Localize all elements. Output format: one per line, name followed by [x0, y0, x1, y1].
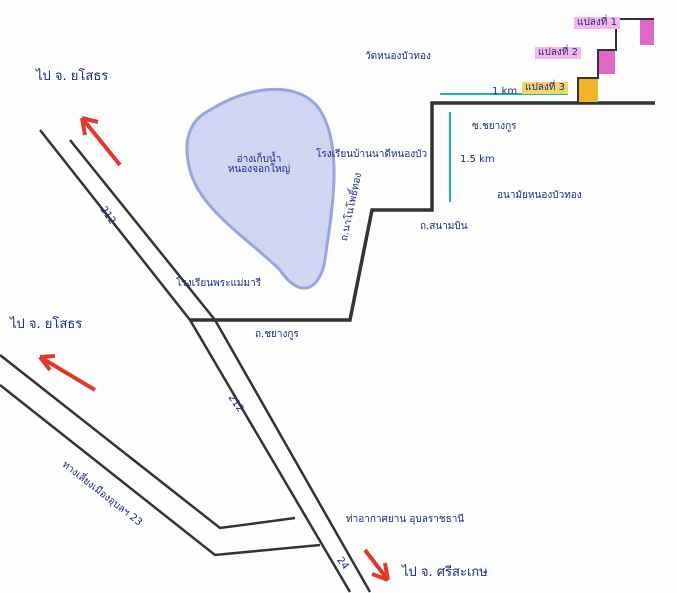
label-road-chayangkun-bottom: ถ.ชยางกูร [255, 329, 299, 340]
place-school-bottom: โรงเรียนพระแม่มารี [176, 278, 262, 289]
label-plot-2: แปลงที่ 2 [535, 47, 581, 59]
label-plot-1: แปลงที่ 1 [574, 17, 620, 29]
distance-horizontal-label: 1 km [492, 86, 518, 97]
bypass-23-edge [0, 384, 321, 557]
plot-2 [597, 50, 615, 74]
plot-3 [578, 78, 598, 102]
plot-1 [640, 19, 654, 45]
label-road-airport: ถ.สนามบิน [420, 221, 468, 232]
arrow-yasothon-left [38, 354, 97, 392]
label-soi: ซ.ชยางกูร [472, 121, 517, 132]
place-school-top: โรงเรียนบ้านนาดีหนองบัว [316, 149, 428, 160]
arrow-yasothon-top [80, 116, 122, 167]
bypass-23 [0, 354, 296, 530]
place-reservoir: อ่างเก็บน้ำ หนองจอกใหญ่ [227, 154, 291, 175]
destination-sisaket: ไป จ. ศรีสะเกษ [402, 565, 488, 580]
distance-vertical-label: 1.5 km [460, 154, 495, 165]
place-park: อนามัยหนองบัวทอง [497, 190, 582, 201]
label-plot-3: แปลงที่ 3 [522, 82, 568, 94]
reservoir-shape [185, 87, 336, 290]
place-airport: ท่าอากาศยาน อุบลราชธานี [346, 514, 465, 525]
local-road [190, 101, 655, 322]
place-wat: วัดหนองบัวทอง [365, 51, 431, 62]
arrow-sisaket [363, 548, 390, 582]
destination-yasothon-top: ไป จ. ยโสธร [36, 69, 109, 84]
destination-yasothon-left: ไป จ. ยโสธร [10, 317, 83, 332]
